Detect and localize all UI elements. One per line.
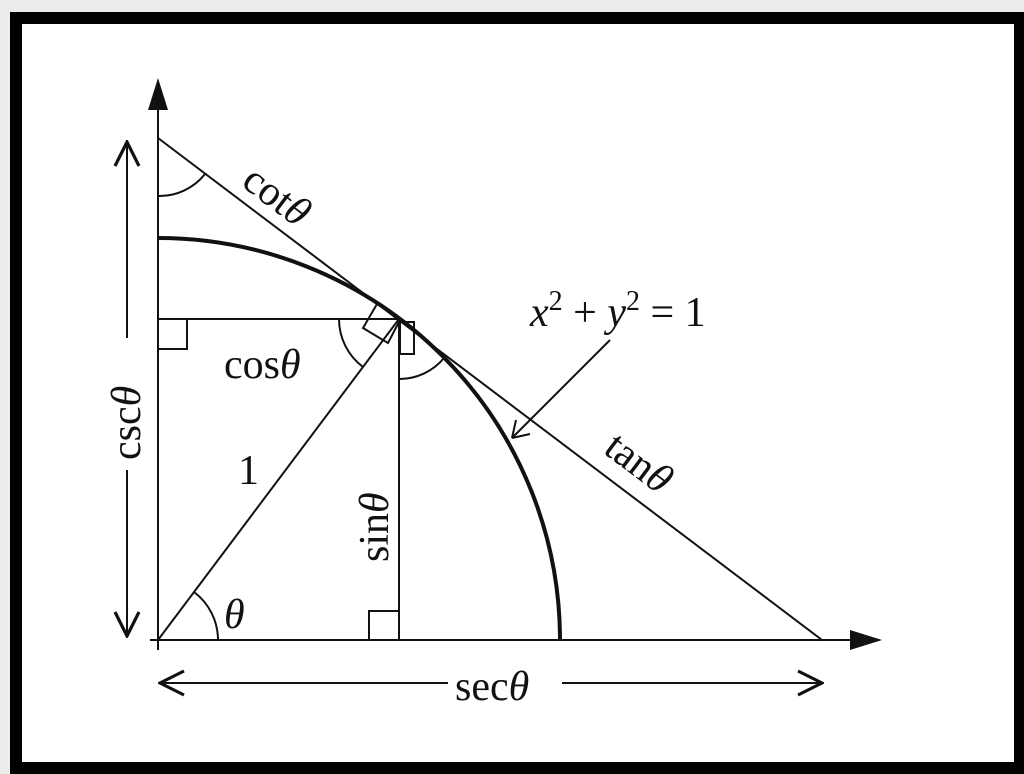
sin-angle-arc bbox=[398, 357, 445, 381]
theta-label: θ bbox=[224, 592, 245, 638]
hypotenuse-label: 1 bbox=[238, 448, 259, 494]
right-angle-mark-top bbox=[158, 319, 188, 350]
right-angle-mark-tangent-point bbox=[361, 303, 401, 345]
unit-circle-arc bbox=[157, 236, 562, 641]
radius-line bbox=[157, 318, 400, 641]
equation-pointer-head bbox=[511, 419, 531, 439]
cos-angle-arc bbox=[338, 318, 364, 368]
csc-label: cscθ bbox=[104, 386, 150, 460]
equation-pointer bbox=[511, 339, 611, 439]
y-axis-arrowhead bbox=[148, 78, 168, 110]
diagram-frame bbox=[10, 12, 1024, 774]
top-angle-arc bbox=[157, 173, 206, 198]
sin-label: sinθ bbox=[352, 492, 398, 562]
right-angle-mark-bottom bbox=[368, 610, 399, 640]
circle-equation: x2 + y2 = 1 bbox=[529, 286, 706, 336]
right-angle-mark-tangent-lower bbox=[399, 321, 415, 355]
cos-label: cosθ bbox=[224, 342, 301, 388]
tan-label: tanθ bbox=[596, 423, 681, 503]
theta-angle-arc bbox=[193, 591, 219, 641]
sec-label: secθ bbox=[455, 664, 529, 710]
cot-label: cotθ bbox=[234, 156, 319, 236]
tangent-line bbox=[157, 137, 823, 641]
x-axis-arrowhead bbox=[850, 630, 882, 650]
